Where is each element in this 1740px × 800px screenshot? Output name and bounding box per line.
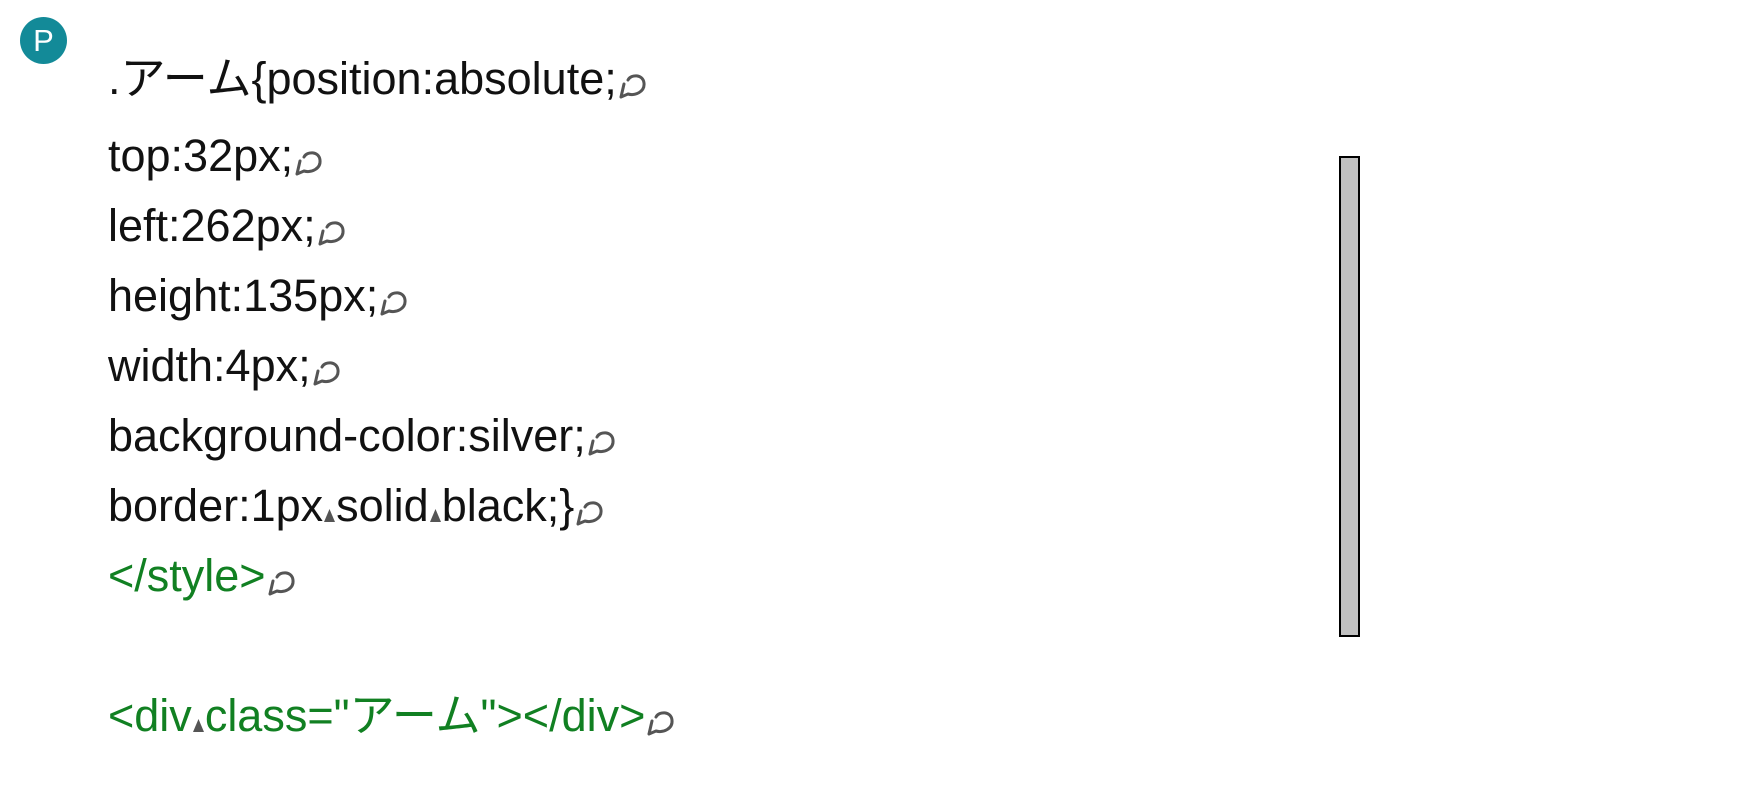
return-mark-icon [268,571,295,596]
code-text: height:135px; [108,270,379,321]
code-text: <div [108,690,192,741]
space-mark-icon [324,509,336,522]
code-line: background-color:silver; [108,405,618,467]
code-line: height:135px; [108,265,410,327]
code-text: background-color:silver; [108,410,586,461]
space-mark-icon [429,509,441,522]
code-text: border:1px [108,480,324,531]
code-line: width:4px; [108,335,343,397]
return-mark-icon [380,291,407,316]
code-text: solid [336,480,429,531]
return-mark-icon [295,151,322,176]
code-text: black;} [441,480,575,531]
space-mark-icon [192,719,204,732]
code-text: top:32px; [108,130,294,181]
code-text: left:262px; [108,200,316,251]
return-mark-icon [647,711,674,736]
code-text: </style> [108,550,266,601]
arm-preview [1339,156,1360,637]
code-text: class="アーム"></div> [204,690,646,741]
code-text: width:4px; [108,340,311,391]
code-text: .アーム{position:absolute; [108,53,617,104]
code-line: left:262px; [108,195,348,257]
code-line: top:32px; [108,125,325,187]
code-line: </style> [108,545,298,607]
return-mark-icon [619,74,646,99]
code-line: .アーム{position:absolute; [108,48,649,110]
return-mark-icon [588,431,615,456]
return-mark-icon [313,361,340,386]
return-mark-icon [576,501,603,526]
p-badge-icon: P [20,17,67,64]
return-mark-icon [318,221,345,246]
